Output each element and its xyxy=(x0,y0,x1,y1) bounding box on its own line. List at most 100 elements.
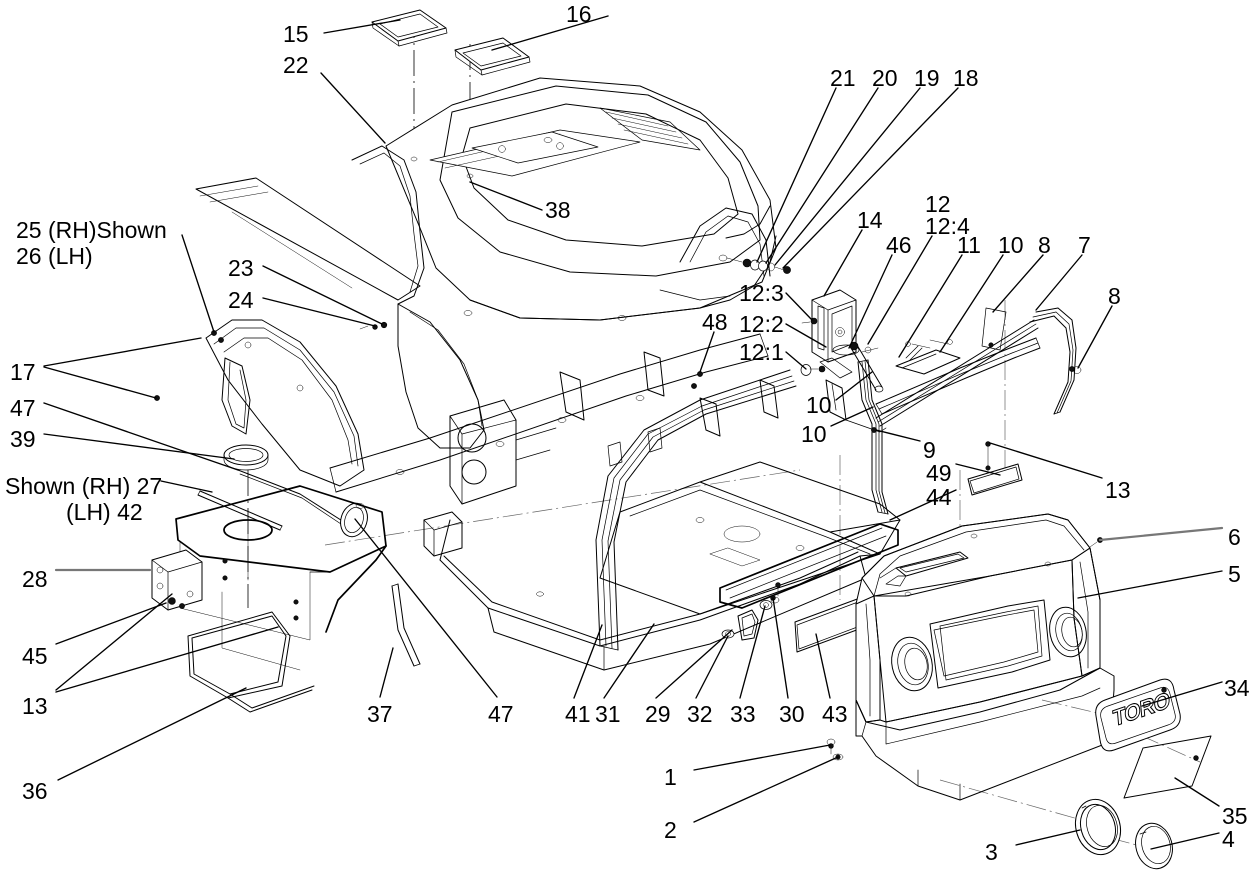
callout-12: 12 xyxy=(925,191,951,217)
callout-23: 23 xyxy=(228,255,254,281)
leader-line-11 xyxy=(898,254,963,358)
part-28-bracket xyxy=(151,549,203,611)
callout-8: 8 xyxy=(1108,283,1121,309)
leader-line-13l2 xyxy=(55,626,279,693)
callout-39: 39 xyxy=(10,426,36,452)
part-4-cap xyxy=(1135,822,1173,870)
callout-10: 10 xyxy=(998,232,1024,258)
callout-47: 47 xyxy=(488,701,514,727)
part-15-grommet xyxy=(371,9,448,47)
callout-32: 32 xyxy=(687,701,713,727)
callout-18: 18 xyxy=(953,65,979,91)
callout-41: 41 xyxy=(565,701,591,727)
leader-line-13r xyxy=(989,442,1103,479)
leader-line-14 xyxy=(823,229,863,297)
callout-49: 49 xyxy=(926,460,952,486)
leader-line-10b xyxy=(835,371,873,401)
part-25-fender-rh xyxy=(154,319,365,527)
callout-28: 28 xyxy=(22,566,48,592)
leader-line-7 xyxy=(1035,254,1083,311)
callout-13: 13 xyxy=(22,693,48,719)
leader-line-12:4 xyxy=(867,235,933,345)
callout-8: 8 xyxy=(1038,232,1051,258)
callout-29: 29 xyxy=(645,701,671,727)
fasteners-18-21 xyxy=(718,254,791,274)
leader-line-5 xyxy=(1077,570,1223,599)
callout-36: 36 xyxy=(22,778,48,804)
callout-19: 19 xyxy=(914,65,940,91)
callout-43: 43 xyxy=(822,701,848,727)
leader-line-32 xyxy=(695,635,729,699)
leader-line-22 xyxy=(320,72,386,144)
leader-line-43 xyxy=(815,633,831,699)
part-44-trim-strip xyxy=(719,523,899,609)
leader-line-21 xyxy=(756,87,837,263)
part-41-rops-bar xyxy=(595,369,797,651)
leader-line-33 xyxy=(739,605,766,699)
part-rail-left xyxy=(195,177,421,301)
leader-line-15 xyxy=(323,19,401,34)
callout-3: 3 xyxy=(985,839,998,865)
leader-line-48 xyxy=(699,331,715,373)
leader-line-20 xyxy=(765,87,879,264)
part-27-panel xyxy=(175,485,387,671)
leader-line-31 xyxy=(603,623,655,699)
callout-9: 9 xyxy=(923,437,936,463)
leader-line-35 xyxy=(1174,777,1220,807)
leader-line-2 xyxy=(693,756,839,823)
leader-line-25 xyxy=(181,234,215,333)
callout-48: 48 xyxy=(702,309,728,335)
leader-line-38 xyxy=(469,181,543,211)
leader-line-36 xyxy=(57,687,247,781)
part-7-curved-bar xyxy=(875,307,1082,427)
leader-line-3 xyxy=(1015,829,1081,846)
callout-shown-rh-27: Shown (RH) 27 xyxy=(5,473,163,499)
callout-14: 14 xyxy=(857,207,883,233)
part-5-rear-shroud xyxy=(855,441,1115,801)
leader-line-4 xyxy=(1150,832,1220,850)
part-37-strip xyxy=(391,583,421,667)
callout-1: 1 xyxy=(664,764,677,790)
leader-line-17a xyxy=(43,366,157,399)
callout-30: 30 xyxy=(779,701,805,727)
leader-line-47b xyxy=(354,518,498,698)
callout-7: 7 xyxy=(1078,232,1091,258)
part-34-toro-badge: TORO xyxy=(1095,678,1181,752)
callout-33: 33 xyxy=(730,701,756,727)
callout-11: 11 xyxy=(957,232,981,258)
leader-line-44 xyxy=(889,489,957,521)
leader-line-47a xyxy=(43,402,239,471)
leader-line-29 xyxy=(655,629,733,699)
part-36-wireform xyxy=(187,611,315,713)
leader-line-17b xyxy=(43,337,202,367)
callout-26-lh-: 26 (LH) xyxy=(16,243,93,269)
leader-line-24 xyxy=(262,297,376,327)
leader-line-10c xyxy=(830,406,874,427)
callout-12:1: 12:1 xyxy=(739,339,784,365)
part-14-module xyxy=(800,289,887,433)
fasteners-23-24 xyxy=(359,321,388,330)
leader-line-49 xyxy=(955,463,1001,476)
callout-20: 20 xyxy=(872,65,898,91)
leader-line-12:2 xyxy=(785,323,827,348)
callout-16: 16 xyxy=(566,1,592,27)
callout-10: 10 xyxy=(806,392,832,418)
callout-2: 2 xyxy=(664,817,677,843)
leader-line-12:1 xyxy=(785,351,807,370)
callout-5: 5 xyxy=(1228,561,1241,587)
callout-22: 22 xyxy=(283,52,309,78)
callout-6: 6 xyxy=(1228,524,1241,550)
callout-24: 24 xyxy=(228,287,254,313)
part-49-decal xyxy=(967,463,1023,496)
callout-31: 31 xyxy=(595,701,621,727)
fasteners-48 xyxy=(691,371,703,389)
leader-line-46 xyxy=(848,254,893,349)
callout-15: 15 xyxy=(283,21,309,47)
leader-line-12:3 xyxy=(785,292,813,321)
callout-45: 45 xyxy=(22,643,48,669)
part-35-plate xyxy=(1123,735,1212,799)
part-11-rail xyxy=(875,337,1041,415)
leader-line-10a xyxy=(939,254,1004,353)
